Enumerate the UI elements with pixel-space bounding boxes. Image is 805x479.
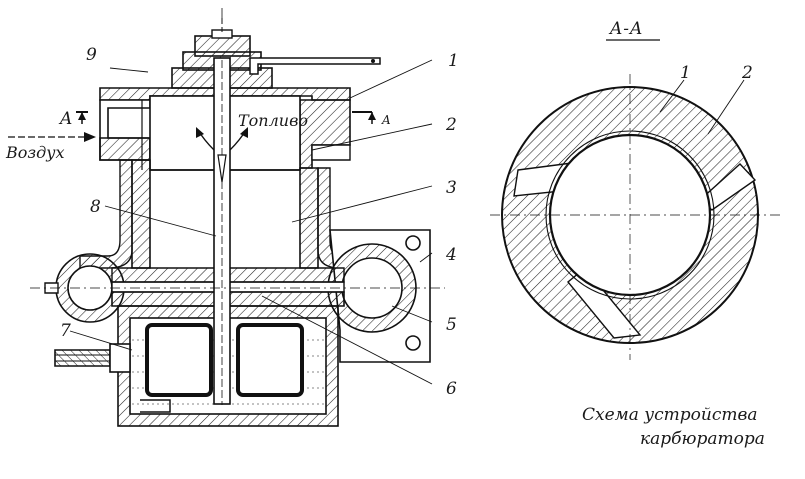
- label-section-a-right: A: [381, 113, 391, 127]
- section-a-a-view: A-A 1 2: [490, 19, 780, 360]
- top-cap: [171, 18, 381, 89]
- fuel-needle: [213, 57, 231, 405]
- leader-lines: [69, 59, 433, 385]
- label-air: Воздух: [5, 143, 65, 162]
- label-9: 9: [86, 45, 97, 65]
- label-8: 8: [90, 197, 101, 217]
- caption-line-1: Схема устройства: [582, 405, 758, 425]
- fuel-arrows: [196, 127, 248, 151]
- label-section-a-left: A: [58, 109, 72, 129]
- label-7: 7: [60, 321, 71, 341]
- label-fuel: Топливо: [238, 111, 308, 130]
- label-4: 4: [445, 245, 457, 265]
- carburetor-section: [8, 8, 445, 427]
- label-1: 1: [448, 51, 459, 71]
- section-label-2: 2: [741, 63, 753, 83]
- section-title: A-A: [608, 19, 643, 39]
- label-2: 2: [445, 115, 457, 135]
- label-3: 3: [446, 178, 457, 198]
- air-arrow: [8, 132, 96, 142]
- section-label-1: 1: [680, 63, 691, 83]
- label-6: 6: [446, 379, 457, 399]
- section-mark-right: [352, 111, 376, 124]
- section-mark-left: [76, 111, 88, 124]
- label-5: 5: [446, 315, 457, 335]
- caption-line-2: карбюратора: [640, 429, 765, 449]
- fuel-inlet-fitting: [54, 343, 131, 373]
